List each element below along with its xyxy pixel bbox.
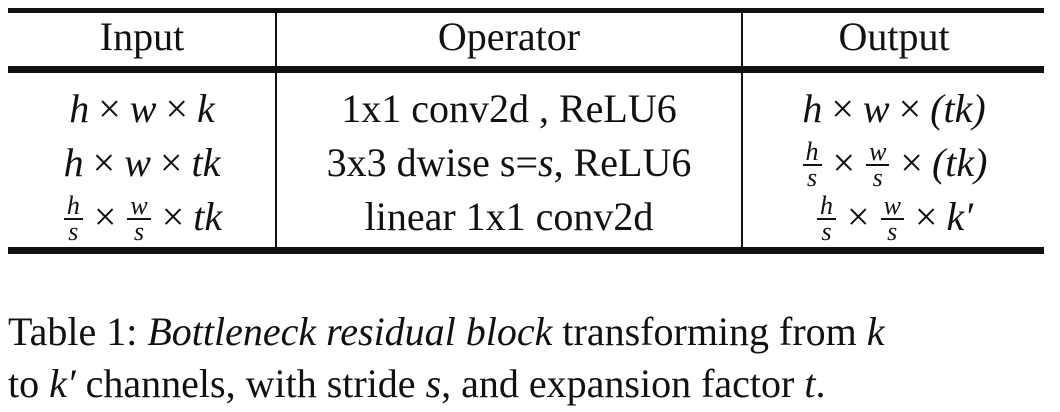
math-var: s bbox=[538, 140, 554, 185]
caption-text: channels, with stride bbox=[85, 361, 416, 406]
caption-var-kprime: k′ bbox=[49, 361, 76, 406]
times-sign: × bbox=[161, 194, 185, 239]
table-bottom-rule bbox=[8, 247, 1044, 254]
times-sign: × bbox=[165, 86, 189, 131]
math-var: h bbox=[63, 140, 84, 185]
math-var: (tk) bbox=[931, 140, 988, 185]
row-2-input: h×w×tk bbox=[10, 138, 274, 194]
times-sign: × bbox=[93, 194, 117, 239]
math-var: h bbox=[802, 86, 823, 131]
math-var: k bbox=[197, 86, 215, 131]
times-sign: × bbox=[832, 140, 856, 185]
caption-var-s: s bbox=[425, 361, 442, 406]
fraction-numerator: h bbox=[817, 192, 836, 220]
caption-title: Bottleneck residual block bbox=[147, 309, 553, 354]
fraction-denominator: s bbox=[134, 216, 145, 246]
fraction-denominator: s bbox=[887, 216, 898, 246]
row-2-operator: 3x3 dwise s=s, ReLU6 bbox=[279, 138, 739, 194]
math-var: tk bbox=[191, 140, 221, 185]
caption-text: , and expansion factor bbox=[441, 361, 795, 406]
caption-text: transforming from bbox=[562, 309, 857, 354]
fraction-denominator: s bbox=[872, 162, 883, 192]
math-var: k′ bbox=[946, 194, 973, 239]
fraction-denominator: s bbox=[806, 162, 818, 192]
math-var: w bbox=[129, 86, 157, 131]
row-1-operator: 1x1 conv2d , ReLU6 bbox=[341, 86, 677, 131]
header-input: Input bbox=[99, 14, 185, 59]
caption-label: Table 1: bbox=[8, 309, 138, 354]
times-sign: × bbox=[98, 86, 121, 131]
header-output: Output bbox=[838, 14, 950, 59]
fraction-denominator: s bbox=[821, 216, 832, 246]
row-3-operator: linear 1x1 conv2d bbox=[364, 194, 654, 239]
fraction-numerator: h bbox=[63, 192, 83, 220]
times-sign: × bbox=[159, 140, 183, 185]
times-sign: × bbox=[847, 194, 870, 239]
table-top-rule bbox=[8, 8, 1044, 13]
column-divider-1 bbox=[275, 11, 277, 249]
fraction-numerator: w bbox=[127, 192, 151, 220]
times-sign: × bbox=[900, 140, 923, 185]
operator-text: 3x3 dwise s= bbox=[326, 140, 539, 185]
caption-var-k: k bbox=[866, 309, 885, 354]
math-var: w bbox=[862, 86, 890, 131]
caption-text: to bbox=[8, 361, 40, 406]
math-var: w bbox=[124, 140, 151, 185]
times-sign: × bbox=[92, 140, 116, 185]
math-var: h bbox=[69, 86, 90, 131]
fraction-numerator: w bbox=[866, 138, 890, 166]
times-sign: × bbox=[914, 194, 938, 239]
row-1-output: h×w×(tk) bbox=[745, 84, 1043, 136]
operator-text: , ReLU6 bbox=[553, 140, 692, 185]
table-caption: Table 1: Bottleneck residual block trans… bbox=[8, 306, 1048, 410]
times-sign: × bbox=[898, 86, 922, 131]
math-var: (tk) bbox=[930, 86, 986, 131]
fraction-numerator: w bbox=[880, 192, 904, 220]
header-operator: Operator bbox=[437, 14, 581, 59]
row-1-input: h×w×k bbox=[10, 84, 274, 136]
caption-var-t: t bbox=[804, 361, 816, 406]
column-divider-2 bbox=[741, 11, 743, 249]
math-var: tk bbox=[193, 194, 223, 239]
caption-text: . bbox=[815, 361, 826, 406]
fraction-numerator: h bbox=[802, 138, 822, 166]
table-header-rule bbox=[8, 66, 1044, 73]
times-sign: × bbox=[831, 86, 854, 131]
fraction-denominator: s bbox=[68, 216, 79, 246]
